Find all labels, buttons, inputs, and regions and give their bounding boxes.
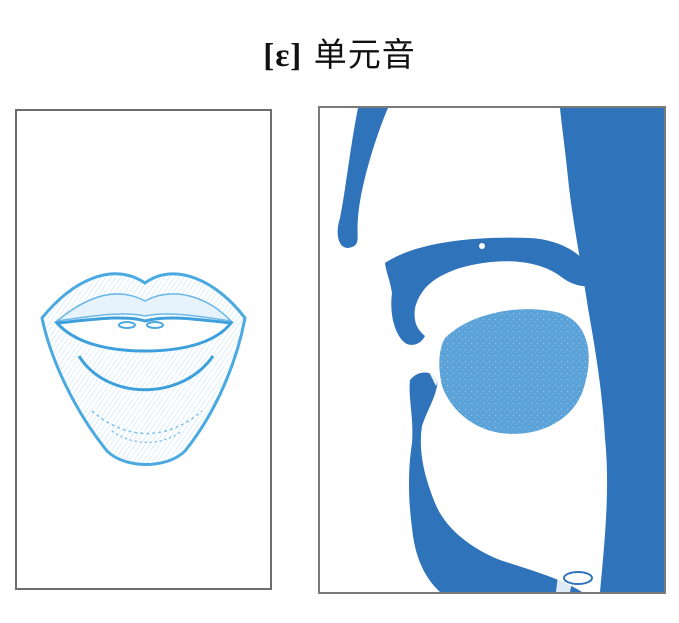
page-title: [ɛ] 单元音 [0,28,679,76]
larynx [556,508,575,592]
upper-teeth [146,321,164,329]
title-text: 单元音 [313,35,416,74]
vocal-tract-illustration [337,108,664,592]
mouth-opening [53,316,234,353]
lower-lip-line [77,355,215,392]
phonetic-symbol: [ɛ] [263,38,303,74]
upper-teeth [118,321,136,329]
tongue [439,309,589,434]
vocal-cords [563,571,593,585]
pharynx-wall [560,108,664,592]
lips-front-view-panel [15,109,272,590]
nose [337,108,388,248]
lower-jaw [409,372,582,592]
vocal-tract-section-panel [318,106,666,594]
upper-teeth [415,313,440,334]
lower-lip-shading [91,410,203,435]
lips-illustration [40,272,247,466]
hard-palate [385,237,598,345]
epiglottis [558,438,570,493]
upper-lip [54,293,234,323]
